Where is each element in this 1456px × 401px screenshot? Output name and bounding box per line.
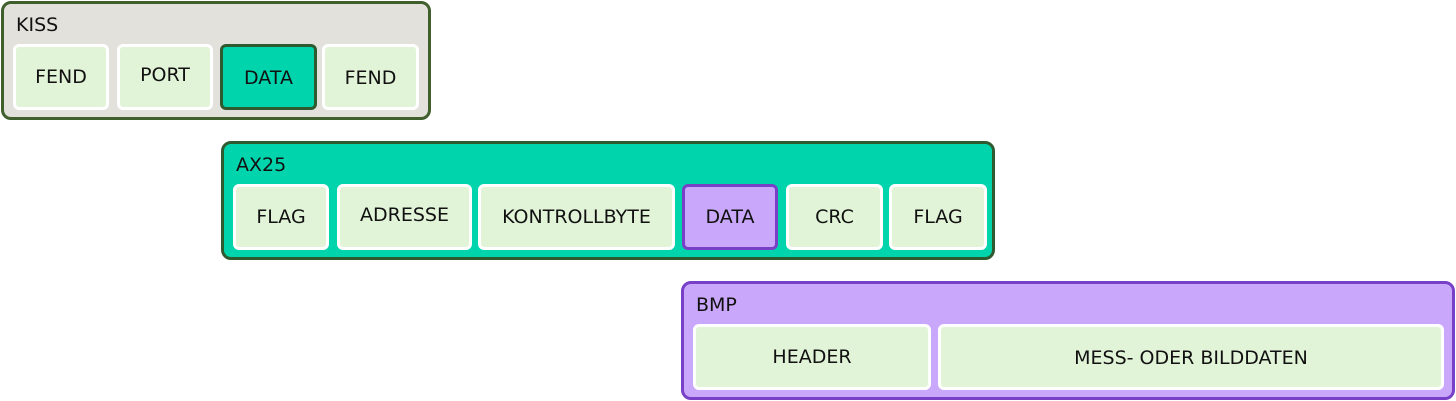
kiss-field-port: PORT	[117, 44, 213, 110]
kiss-frame: KISS FEND PORT DATA FEND	[1, 1, 431, 120]
kiss-field-fend-end: FEND	[322, 44, 419, 110]
bmp-field-header: HEADER	[693, 324, 931, 390]
ax25-field-flag-start: FLAG	[233, 184, 329, 250]
ax25-field-kontrollbyte: KONTROLLBYTE	[478, 184, 675, 250]
ax25-field-flag-end: FLAG	[889, 184, 987, 250]
bmp-title: BMP	[696, 294, 737, 316]
bmp-field-mess-oder-bilddaten: MESS- ODER BILDDATEN	[938, 324, 1444, 390]
ax25-title: AX25	[236, 154, 287, 176]
ax25-field-crc: CRC	[786, 184, 883, 250]
kiss-title: KISS	[16, 14, 59, 36]
ax25-field-adresse: ADRESSE	[337, 184, 472, 250]
kiss-field-fend-start: FEND	[13, 44, 109, 110]
kiss-field-data: DATA	[220, 44, 317, 110]
ax25-field-data: DATA	[682, 184, 778, 250]
bmp-frame: BMP HEADER MESS- ODER BILDDATEN	[681, 281, 1455, 400]
ax25-frame: AX25 FLAG ADRESSE KONTROLLBYTE DATA CRC …	[221, 141, 995, 260]
